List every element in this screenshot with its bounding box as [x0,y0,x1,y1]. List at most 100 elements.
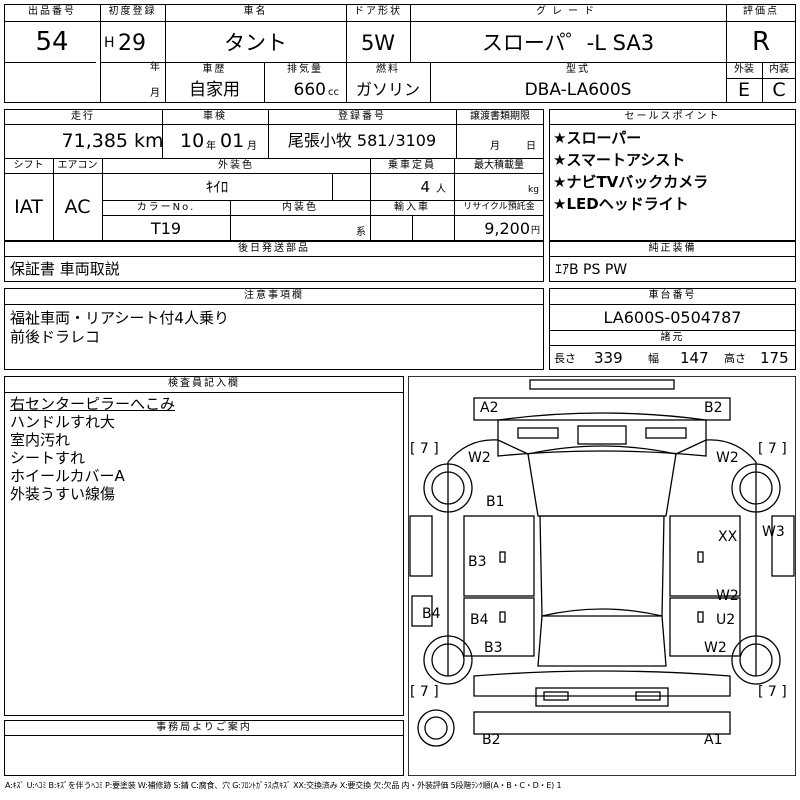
displacement-label: 排気量 [287,64,323,75]
first-reg-label: 初度登録 [108,6,157,17]
int-color-unit: 系 [356,227,366,238]
width-value: 147 [680,349,709,367]
transfer-day-unit: 日 [526,141,536,152]
capacity: 4 [420,178,430,196]
door-label: ドア形状 [354,6,402,17]
shift-label: シフト [13,160,44,171]
max-load-label: 最大積載量 [474,160,524,171]
year-unit: 年 [150,62,160,73]
tire-front-left: [ 7 ] [410,441,439,457]
mileage: 71,385 [61,130,128,152]
tire-rear-right: [ 7 ] [758,684,787,700]
damage-mark: B3 [468,554,487,570]
later-parts-value: 保証書 車両取説 [10,260,120,278]
height-value: 175 [760,349,789,367]
exterior-label: 外装 [734,64,754,75]
recycle-unit: 円 [531,226,541,236]
ext-color-label: 外装色 [218,160,254,171]
damage-mark: W3 [762,524,785,540]
notes-line: 福祉車両・リアシート付4人乗り [10,309,229,327]
length-value: 339 [594,349,623,367]
equipment-block [549,241,796,282]
damage-mark: B1 [486,494,505,510]
sales-point-item: ★LEDヘッドライト [553,195,689,213]
damage-mark: B2 [482,732,501,748]
color-no: T19 [150,219,182,238]
aircon: AC [64,196,91,218]
max-load-unit: kg [528,185,539,195]
damage-mark: A1 [704,732,722,748]
inspector-line: シートすれ [10,449,86,467]
inspector-line: 右センターピラーへこみ [10,395,176,413]
specs-label: 諸元 [660,332,685,343]
inspector-block [4,376,404,716]
aircon-label: エアコン [57,160,98,171]
later-parts-block [4,241,544,282]
model-code-label: 型式 [566,64,590,75]
capacity-label: 乗車定員 [388,160,436,171]
transfer-label: 譲渡書類期限 [470,111,530,122]
damage-mark: W2 [468,450,491,466]
interior-label: 内装 [769,64,789,75]
damage-mark: W2 [716,588,739,604]
car-damage-diagram: [ 7 ] [ 7 ] [ 7 ] [ 7 ] A2 B2 W2 W2 B1 X… [408,376,796,776]
header-block [4,4,796,103]
plate: 尾張小牧 581ﾉ3109 [287,131,437,150]
length-label: 長さ [554,352,576,365]
damage-mark: A2 [480,400,498,416]
later-parts-label: 後日発送部品 [238,243,310,254]
inspection-label: 車検 [203,111,227,122]
sales-points-label: セールスポイント [624,111,721,122]
plate-label: 登録番号 [338,111,386,122]
damage-mark: B4 [422,606,441,622]
interior-grade: C [772,79,786,101]
notes-line: 前後ドラレコ [10,328,101,346]
ext-color: ｷｲﾛ [205,178,229,196]
shift: IAT [14,196,43,218]
car-name-label: 車名 [243,6,268,17]
legend: A:ｷｽﾞ U:ﾍｺﾐ B:ｷｽﾞを伴うﾍｺﾐ P:要塗装 W:補修跡 S:錆 … [5,781,562,790]
grade: スローパ゜-L SA3 [481,31,655,55]
color-no-label: カラーNo. [136,202,196,213]
score-label: 評価点 [743,6,779,17]
vehicle-info-block [4,109,544,241]
lot-no-label: 出品番号 [28,6,76,17]
equipment-label: 純正装備 [648,243,697,254]
month-unit: 月 [150,88,160,99]
height-label: 高さ [724,352,746,365]
exterior-grade: E [737,79,750,101]
inspection-year: 10 [180,130,205,152]
displacement-unit: cc [328,87,339,98]
damage-mark: U2 [716,612,735,628]
lot-no: 54 [35,27,69,57]
damage-mark: XX [718,529,738,545]
car-name: タント [224,31,287,55]
damage-mark: B3 [484,640,503,656]
sales-point-item: ★スローパー [553,129,642,147]
grade-label: グレード [536,6,600,17]
damage-mark: W2 [716,450,739,466]
score: R [751,27,771,57]
displacement: 660 [293,80,326,100]
mileage-label: 走行 [71,111,95,122]
chassis-block [549,288,796,370]
sales-point-item: ★スマートアシスト [553,151,686,169]
office-block [4,720,404,776]
door: 5W [360,31,396,55]
import-label: 輸入車 [394,202,430,213]
sales-points-block [549,109,796,241]
recycle-label: リサイクル預託金 [463,202,535,212]
inspector-line: 室内汚れ [10,431,71,449]
inspection-year-unit: 年 [206,141,216,152]
mileage-unit: km [134,130,164,152]
int-color-label: 内装色 [282,202,318,213]
damage-mark: B2 [704,400,723,416]
history-label: 車歴 [202,64,227,75]
inspection-month: 01 [220,130,245,152]
width-label: 幅 [648,352,659,365]
equipment-value: ｴｱB PS PW [555,262,628,278]
fuel-label: 燃料 [376,64,400,75]
fuel: ガソリン [355,80,420,99]
tire-rear-left: [ 7 ] [410,684,439,700]
inspector-line: 外装うすい線傷 [10,485,116,503]
